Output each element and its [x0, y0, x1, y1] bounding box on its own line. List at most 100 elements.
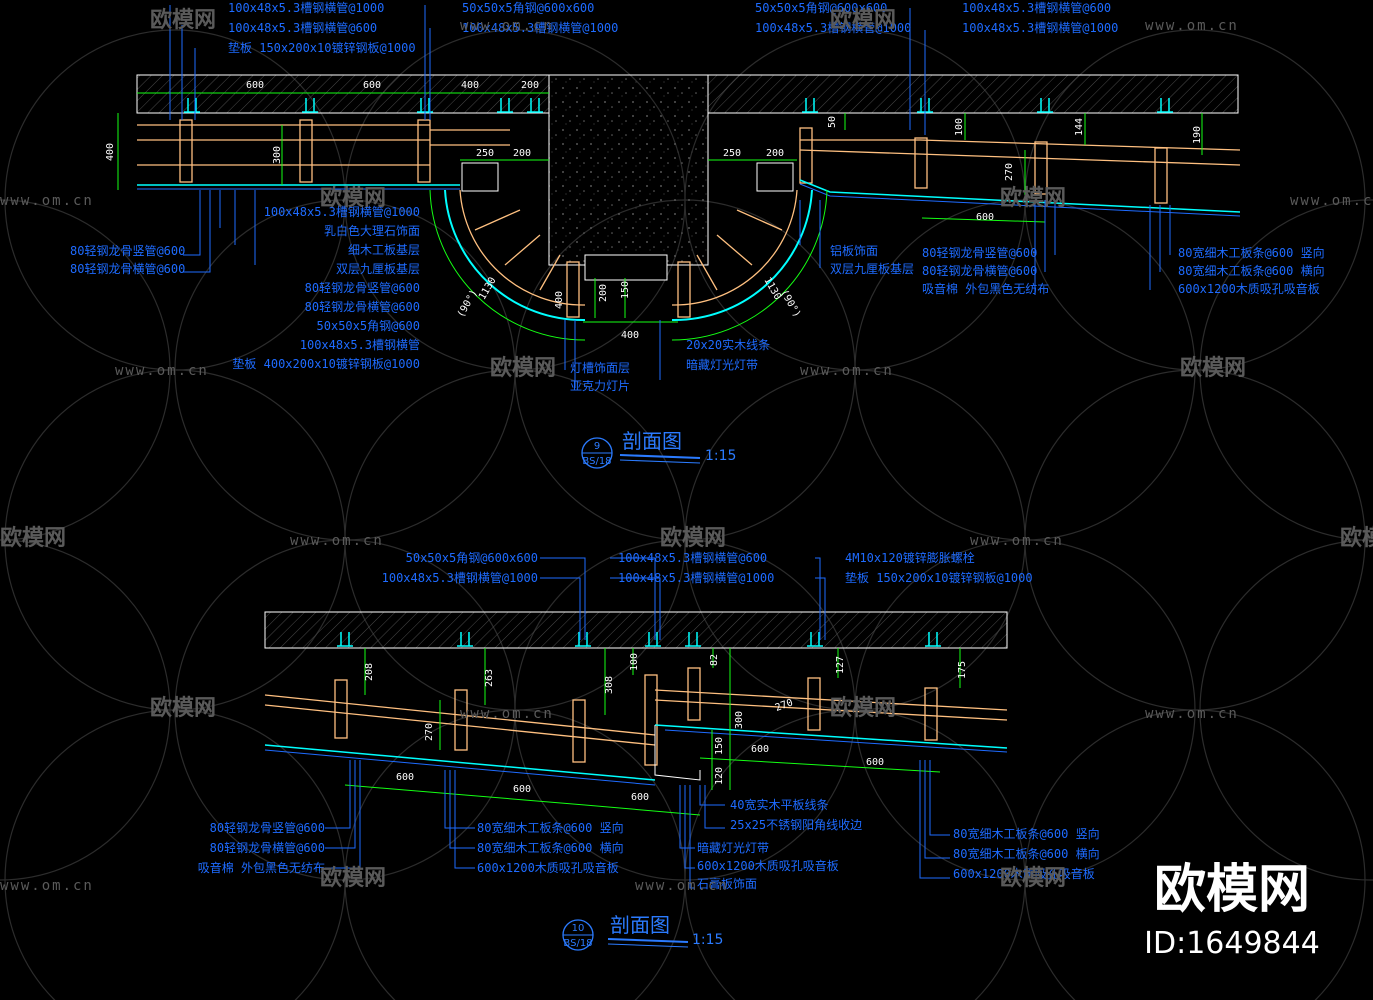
bottom-ceiling-frame	[264, 667, 1008, 766]
dimension-value: 600	[363, 80, 381, 91]
dimension-value: 144	[1074, 118, 1085, 136]
section-10-scale: 1:15	[692, 932, 723, 948]
dimension-value: 100	[954, 118, 965, 136]
annotation-label: 垫板 400x200x10镀锌钢板@1000	[232, 356, 420, 371]
watermark-text: 欧模网	[660, 525, 726, 551]
annotation-label: 100x48x5.3槽钢横管@600	[618, 550, 767, 565]
ceiling-slab-right	[707, 74, 1239, 114]
watermark-url: www.om.cn	[460, 706, 554, 722]
watermark-url: www.om.cn	[1145, 18, 1239, 34]
annotation-label: 100x48x5.3槽钢横管@600	[228, 20, 377, 35]
title-block-9: 9 BS/18 剖面图 1:15	[581, 429, 736, 469]
bottom-finish-line-left	[264, 744, 656, 781]
step-edge	[654, 725, 701, 781]
annotation-label: 600x1200木质吸孔吸音板	[953, 866, 1095, 881]
annotation-label: 100x48x5.3槽钢横管@1000	[228, 0, 384, 15]
dimension-value: 50	[827, 116, 838, 128]
section-9-title: 剖面图	[622, 429, 682, 453]
annotation-label: 80宽细木工板条@600 竖向	[477, 820, 624, 835]
leader-lines-top	[169, 5, 1171, 388]
annotation-label: 80轻钢龙骨横管@600	[305, 299, 420, 314]
annotation-label: 100x48x5.3槽钢横管@1000	[382, 570, 538, 585]
annotation-label: 乳白色大理石饰面	[324, 223, 420, 238]
annotation-label: 80宽细木工板条@600 横向	[953, 846, 1100, 861]
dimension-value: 400	[621, 330, 639, 341]
section-9-number: 9	[594, 441, 600, 452]
annotation-label: 100x48x5.3槽钢横管@1000	[264, 204, 420, 219]
annotation-label: 80宽细木工板条@600 横向	[1178, 263, 1325, 278]
dimension-value: 263	[484, 669, 495, 687]
anchor-bolts-bottom	[337, 632, 941, 647]
dimension-value: 190	[1192, 126, 1203, 144]
watermark-text: 欧模网	[1180, 355, 1246, 381]
dimension-lines-bottom	[344, 648, 961, 816]
column-niche	[584, 254, 668, 281]
annotation-label: 100x48x5.3槽钢横管@1000	[462, 20, 618, 35]
curved-soffit	[429, 162, 828, 341]
dimension-value: 100	[629, 653, 640, 671]
dimension-value: 600	[246, 80, 264, 91]
watermark-layer: 欧模网欧模网欧模网欧模网欧模网欧模网欧模网欧模网欧模网欧模网欧模网欧模网欧模网w…	[0, 7, 1373, 894]
watermark-text: 欧模网	[1000, 865, 1066, 891]
dimension-value: 600	[976, 212, 994, 223]
dimension-value: 127	[835, 656, 846, 674]
watermark-url: www.om.cn	[460, 18, 554, 34]
annotation-label: 石膏板饰面	[697, 876, 757, 891]
annotation-label: 50x50x5角钢@600x600	[755, 1, 887, 15]
annotation-label: 600x1200木质吸孔吸音板	[477, 860, 619, 875]
dimension-value: 308	[604, 676, 615, 694]
watermark-text: 欧模网	[830, 695, 896, 721]
annotation-label: 100x48x5.3槽钢横管@1000	[618, 570, 774, 585]
annotation-label: 100x48x5.3槽钢横管	[300, 337, 420, 352]
watermark-text: 欧模网	[0, 525, 66, 551]
dimension-value: 250	[476, 148, 494, 159]
annotation-label: 暗藏灯光灯带	[686, 357, 758, 372]
leader-lines-bottom	[325, 557, 950, 889]
dimension-value: 208	[364, 663, 375, 681]
title-block-10: 10 BS/18 剖面图 1:15	[562, 913, 723, 951]
watermark-text: 欧模网	[490, 355, 556, 381]
watermark-url: www.om.cn	[0, 878, 94, 894]
dimension-value: (90°)	[778, 288, 803, 320]
annotation-label: 灯槽饰面层	[570, 361, 630, 375]
dimension-value: 82	[709, 654, 720, 666]
annotation-label: 100x48x5.3槽钢横管@1000	[962, 20, 1118, 35]
watermark-text: 欧模网	[1340, 525, 1373, 551]
annotation-label: 100x48x5.3槽钢横管@1000	[755, 20, 911, 35]
annotation-label: 细木工板基层	[348, 243, 420, 257]
dimension-value: 400	[105, 143, 116, 161]
annotation-label: 80轻钢龙骨横管@600	[922, 263, 1037, 278]
watermark-text: 欧模网	[320, 185, 386, 211]
dimension-value: 300	[734, 711, 745, 729]
watermark-url: www.om.cn	[635, 878, 729, 894]
watermark-url: www.om.cn	[290, 533, 384, 549]
dimension-value: 600	[396, 772, 414, 783]
annotation-label: 80轻钢龙骨横管@600	[70, 261, 185, 276]
dimension-value: 200	[521, 80, 539, 91]
watermark-text: 欧模网	[830, 7, 896, 33]
watermark-text: 欧模网	[150, 7, 216, 33]
watermark-url: www.om.cn	[0, 193, 94, 209]
dimension-value: 270	[1004, 163, 1015, 181]
annotation-label: 垫板 150x200x10镀锌钢板@1000	[228, 40, 416, 55]
dimension-lines-top	[117, 92, 1203, 323]
watermark-url: www.om.cn	[115, 363, 209, 379]
section-10-number: 10	[572, 923, 585, 934]
annotation-label: 80宽细木工板条@600 横向	[477, 840, 624, 855]
concrete-column	[548, 74, 709, 266]
annotation-label: 吸音棉 外包黑色无纺布	[922, 281, 1049, 296]
dimension-value: (90°)	[456, 288, 481, 320]
annotation-label: 吸音棉 外包黑色无纺布	[198, 860, 325, 875]
dimension-value: 150	[620, 281, 631, 299]
ceiling-slab-left	[136, 74, 550, 114]
section-10	[264, 557, 1008, 889]
dimension-value: 150	[714, 737, 725, 755]
bottom-finish-line-right	[654, 724, 1008, 749]
annotation-label: 双层九厘板基层	[336, 262, 420, 276]
annotation-label: 50x50x5角钢@600x600	[462, 1, 594, 15]
watermark-circles	[0, 29, 1373, 1000]
annotation-label: 20x20实木线条	[686, 337, 770, 352]
watermark-url: www.om.cn	[1145, 706, 1239, 722]
right-finish-line	[799, 179, 1241, 213]
dimension-value: 400	[554, 291, 565, 309]
